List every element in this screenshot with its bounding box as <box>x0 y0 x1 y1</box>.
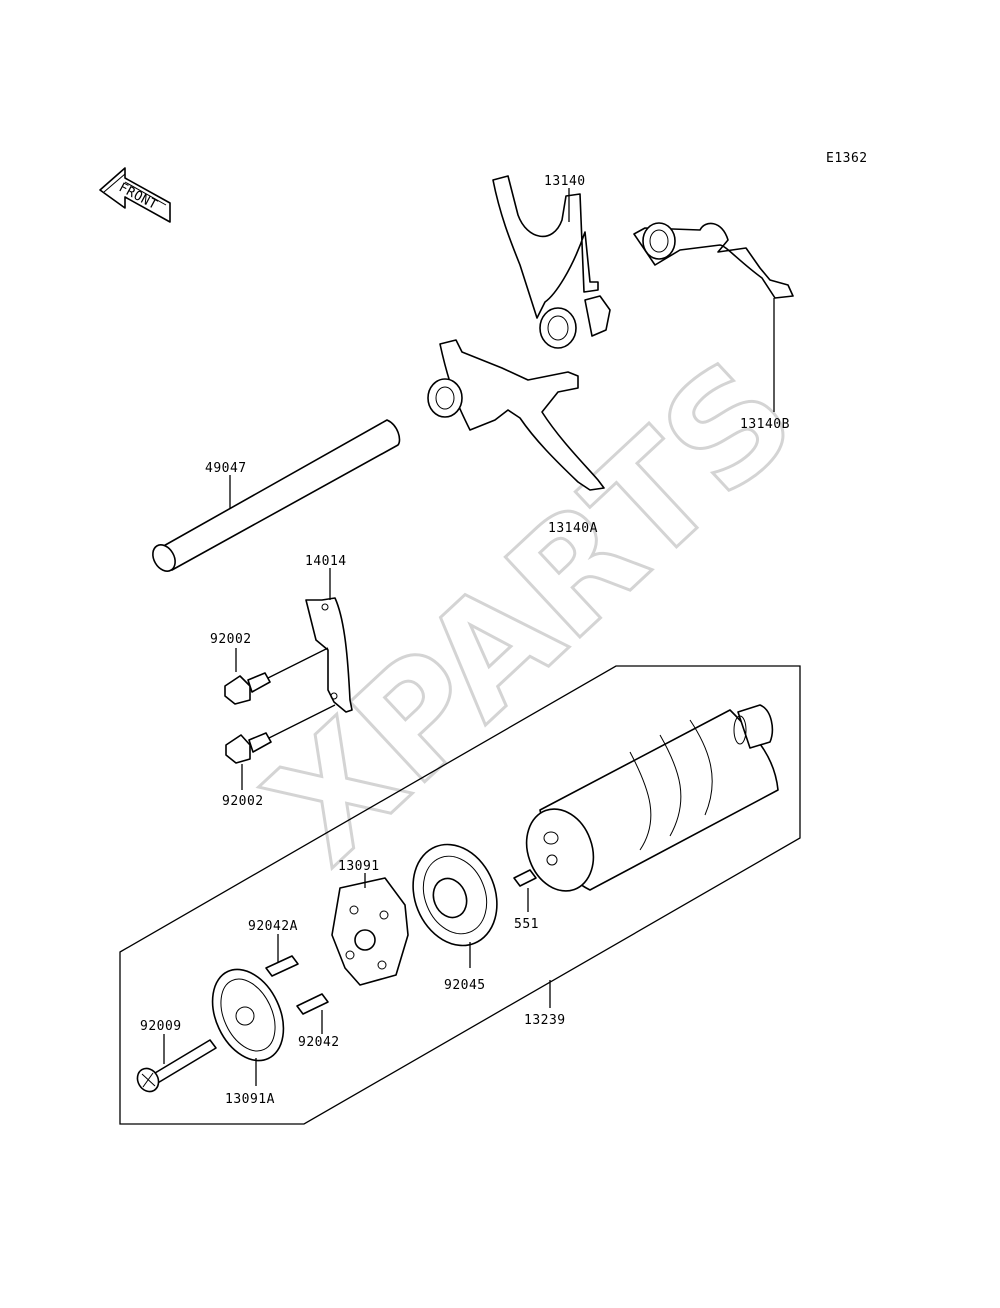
label-13140B: 13140B <box>740 417 790 432</box>
plate-13091A <box>211 968 285 1086</box>
label-92002-lower: 92002 <box>222 794 264 809</box>
label-13239: 13239 <box>524 1013 566 1028</box>
label-551: 551 <box>514 917 539 932</box>
label-13091: 13091 <box>338 859 380 874</box>
bearing-92045 <box>412 843 498 968</box>
pin-92042A <box>265 934 299 977</box>
bolt-92002-lower <box>225 704 336 790</box>
shift-fork-13140 <box>492 175 611 349</box>
label-13091A: 13091A <box>225 1092 275 1107</box>
diagram-code: E1362 <box>826 151 868 166</box>
label-92009: 92009 <box>140 1019 182 1034</box>
pin-92042 <box>296 993 329 1034</box>
shift-fork-13140A <box>427 339 605 491</box>
cam-13091 <box>331 873 409 986</box>
label-92042A: 92042A <box>248 919 298 934</box>
label-13140A: 13140A <box>548 521 598 536</box>
label-13140: 13140 <box>544 174 586 189</box>
shift-rod-49047 <box>152 419 401 572</box>
pin-551 <box>513 869 537 912</box>
front-arrow-icon: FRONT <box>99 167 171 223</box>
label-92045: 92045 <box>444 978 486 993</box>
plate-14014 <box>305 568 353 713</box>
shift-fork-13140B <box>633 222 794 412</box>
assembly-box-13239 <box>119 665 801 1125</box>
bolt-92002-upper <box>224 647 329 705</box>
screw-92009 <box>136 1034 217 1093</box>
shift-drum <box>525 704 779 892</box>
label-92002-upper: 92002 <box>210 632 252 647</box>
label-49047: 49047 <box>205 461 247 476</box>
label-92042: 92042 <box>298 1035 340 1050</box>
label-14014: 14014 <box>305 554 347 569</box>
